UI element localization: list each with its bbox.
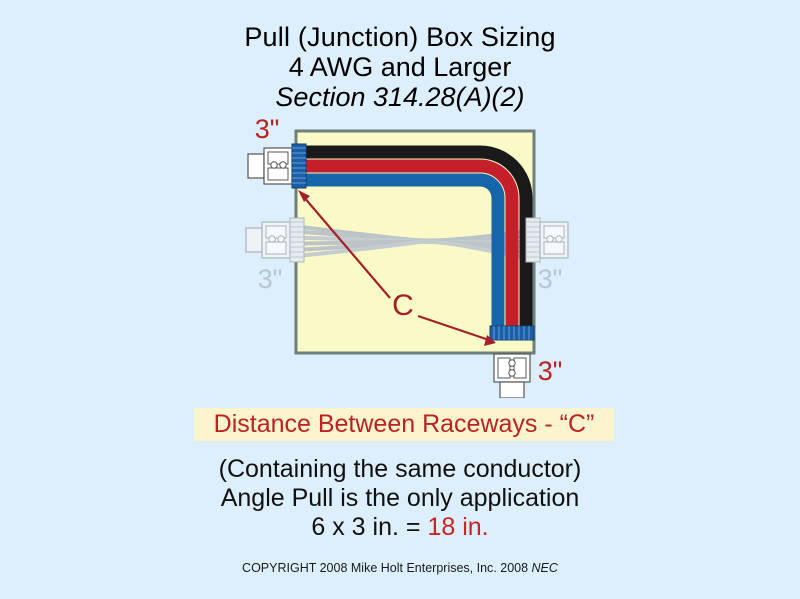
- callout-text: Distance Between Raceways - “C”: [213, 410, 595, 438]
- label-right-size-inactive: 3": [538, 264, 563, 294]
- active-conductor-bundle: [304, 145, 533, 328]
- note-line-3: 6 x 3 in. = 18 in.: [0, 513, 800, 542]
- callout-band: Distance Between Raceways - “C”: [194, 408, 614, 441]
- calculation-expression: 6 x 3 in. =: [311, 513, 428, 541]
- label-bottom-size: 3": [538, 356, 563, 386]
- title-line-3-code-section: Section 314.28(A)(2): [275, 82, 525, 112]
- notes-block: (Containing the same conductor) Angle Pu…: [0, 455, 800, 542]
- copyright-nec: NEC: [531, 561, 558, 575]
- label-distance-c: C: [392, 289, 414, 322]
- label-top-left-size: 3": [255, 118, 280, 144]
- connector-bottom: [489, 325, 535, 398]
- note-line-1: (Containing the same conductor): [218, 455, 582, 483]
- connector-right-middle-inactive: [525, 217, 569, 263]
- note-line-2: Angle Pull is the only application: [220, 484, 580, 512]
- distance-c-arrows: [298, 190, 496, 346]
- copyright-line: COPYRIGHT 2008 Mike Holt Enterprises, In…: [0, 561, 800, 575]
- pull-box-diagram: 3" 3" 3" 3" C: [240, 118, 570, 398]
- copyright-text: COPYRIGHT 2008 Mike Holt Enterprises, In…: [242, 561, 532, 575]
- title-line-1: Pull (Junction) Box Sizing: [244, 22, 556, 52]
- connector-left-middle-inactive: [245, 217, 305, 263]
- title-line-2: 4 AWG and Larger: [288, 52, 512, 82]
- connector-top-left: [247, 143, 307, 189]
- calculation-result: 18 in.: [427, 513, 489, 541]
- page-title: Pull (Junction) Box Sizing 4 AWG and Lar…: [0, 22, 800, 112]
- label-left-size-inactive: 3": [258, 264, 283, 294]
